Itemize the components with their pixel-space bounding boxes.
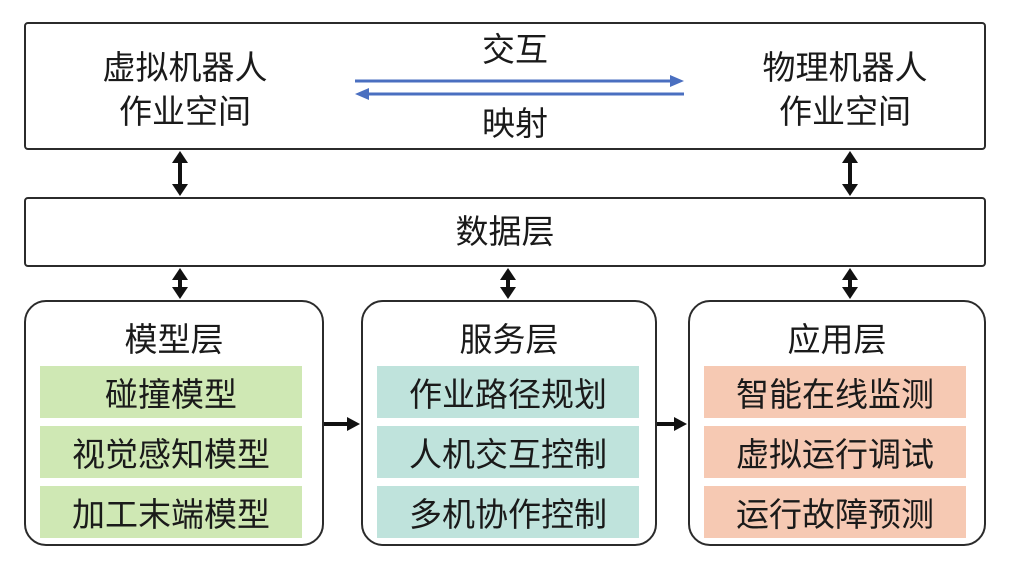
app-item-fault-prediction: 运行故障预测: [704, 486, 966, 538]
virtual-workspace-label: 虚拟机器人 作业空间: [102, 48, 268, 131]
physical-workspace-label: 物理机器人 作业空间: [762, 48, 928, 131]
mapping-label: 映射: [482, 104, 548, 143]
data-layer-box: [24, 197, 986, 267]
application-layer-title: 应用层: [787, 320, 887, 359]
service-item-multi-robot: 多机协作控制: [377, 486, 639, 538]
double-arrow-physical-data: [842, 151, 858, 196]
service-layer-title: 服务层: [459, 320, 559, 359]
service-item-hri-control: 人机交互控制: [377, 426, 639, 478]
double-arrow-virtual-data: [172, 151, 188, 196]
service-item-path-planning: 作业路径规划: [377, 366, 639, 418]
model-layer-title: 模型层: [124, 320, 224, 359]
interaction-label: 交互: [482, 30, 548, 69]
data-layer-label: 数据层: [455, 212, 555, 251]
model-item-collision: 碰撞模型: [40, 366, 302, 418]
arrow-service-to-application: [657, 417, 687, 431]
double-arrow-data-model: [172, 268, 188, 299]
double-arrow-data-service: [500, 268, 516, 299]
workspace-box: [24, 22, 986, 150]
app-item-monitoring: 智能在线监测: [704, 366, 966, 418]
model-item-end-effector: 加工末端模型: [40, 486, 302, 538]
app-item-commissioning: 虚拟运行调试: [704, 426, 966, 478]
double-arrow-data-application: [842, 268, 858, 299]
arrow-model-to-service: [324, 417, 360, 431]
model-item-vision: 视觉感知模型: [40, 426, 302, 478]
